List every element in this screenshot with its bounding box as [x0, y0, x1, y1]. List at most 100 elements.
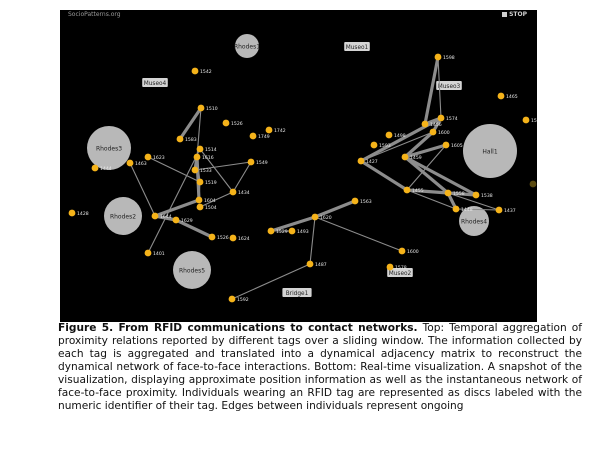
- contact-edge: [360, 131, 434, 162]
- tag-label: 1616: [202, 155, 214, 161]
- tag-node[interactable]: [522, 116, 530, 124]
- tag-node[interactable]: [193, 153, 201, 161]
- tag-node[interactable]: [126, 159, 134, 167]
- contact-edge: [309, 216, 316, 265]
- tag-node[interactable]: [265, 126, 273, 134]
- tag-node[interactable]: [191, 67, 199, 75]
- tag-node[interactable]: [196, 145, 204, 153]
- tag-label: 1427: [366, 159, 378, 165]
- tag-node[interactable]: [91, 164, 99, 172]
- contact-edge: [231, 263, 311, 300]
- tag-node[interactable]: [191, 166, 199, 174]
- room-label-rhodes2: Rhodes2: [110, 214, 136, 221]
- tag-label: 1600: [438, 130, 450, 136]
- contact-edge: [406, 144, 447, 191]
- room-disc-rhodes5: [173, 251, 211, 289]
- tag-node[interactable]: [288, 227, 296, 235]
- tag-node[interactable]: [196, 178, 204, 186]
- contact-edge: [403, 143, 448, 159]
- room-label-museo4: Museo4: [144, 81, 167, 87]
- tag-label: 1529: [276, 229, 288, 235]
- tag-node[interactable]: [472, 191, 480, 199]
- tag-node[interactable]: [495, 206, 503, 214]
- contact-edge: [147, 156, 201, 183]
- tag-node[interactable]: [68, 209, 76, 217]
- tag-node[interactable]: [228, 295, 236, 303]
- contact-edge: [199, 148, 234, 193]
- tag-label: 1598: [443, 55, 455, 61]
- tag-label: 1459: [410, 155, 422, 161]
- tag-node[interactable]: [401, 153, 409, 161]
- tag-node[interactable]: [222, 119, 230, 127]
- tag-node[interactable]: [267, 227, 275, 235]
- tag-node[interactable]: [434, 53, 442, 61]
- room-label-rhodes3: Rhodes3: [96, 146, 122, 153]
- tag-label: 1526: [231, 121, 243, 127]
- tag-node[interactable]: [144, 153, 152, 161]
- figure-caption: Figure 5. From RFID communications to co…: [58, 322, 582, 413]
- tag-node[interactable]: [197, 104, 205, 112]
- contact-edge: [455, 208, 500, 211]
- tag-label: 1583: [185, 137, 197, 143]
- tag-node[interactable]: [429, 128, 437, 136]
- tag-node[interactable]: [306, 260, 314, 268]
- tag-node[interactable]: [529, 180, 537, 188]
- site-label: SocioPatterns.org: [68, 11, 121, 18]
- tag-node[interactable]: [386, 263, 394, 271]
- tag-label: 1437: [504, 208, 516, 214]
- tag-node[interactable]: [172, 216, 180, 224]
- stop-button[interactable]: STOP: [502, 11, 527, 18]
- tag-label: 1504: [205, 205, 217, 211]
- tag-label: 1605: [451, 143, 463, 149]
- tag-node[interactable]: [357, 157, 365, 165]
- room-disc-rhodes2: [104, 197, 142, 235]
- room-label-box-museo3: [436, 81, 462, 90]
- tag-node[interactable]: [403, 186, 411, 194]
- contact-edge: [269, 215, 317, 233]
- tag-node[interactable]: [385, 131, 393, 139]
- room-disc-rhodes4: [459, 206, 489, 236]
- tag-label: 1749: [258, 134, 270, 140]
- tag-node[interactable]: [421, 120, 429, 128]
- tag-node[interactable]: [144, 249, 152, 257]
- tag-node[interactable]: [311, 213, 319, 221]
- stop-label: STOP: [509, 11, 527, 18]
- tag-node[interactable]: [196, 203, 204, 211]
- tag-label: 1549: [256, 160, 268, 166]
- tag-label: 1623: [153, 155, 165, 161]
- tag-node[interactable]: [442, 141, 450, 149]
- contact-edge: [147, 148, 201, 254]
- tag-node[interactable]: [208, 233, 216, 241]
- room-label-museo1: Museo1: [346, 45, 369, 51]
- contact-edge: [403, 155, 478, 197]
- tag-label: 1401: [153, 251, 165, 257]
- tag-label: 1487: [315, 262, 327, 268]
- tag-label: 1456: [430, 122, 442, 128]
- contact-edge: [194, 161, 252, 171]
- contact-edge: [406, 189, 457, 210]
- tag-node[interactable]: [452, 205, 460, 213]
- tag-label: 1542: [200, 69, 212, 75]
- tag-node[interactable]: [398, 247, 406, 255]
- tag-node[interactable]: [444, 189, 452, 197]
- room-label-box-museo4: [142, 78, 168, 87]
- tag-label: 1604: [204, 198, 216, 204]
- tag-node[interactable]: [437, 114, 445, 122]
- tag-node[interactable]: [247, 158, 255, 166]
- tag-node[interactable]: [176, 135, 184, 143]
- tag-node[interactable]: [195, 196, 203, 204]
- room-label-box-museo2: [387, 268, 413, 277]
- tag-node[interactable]: [249, 132, 257, 140]
- tag-node[interactable]: [229, 188, 237, 196]
- tag-node[interactable]: [370, 141, 378, 149]
- tag-node[interactable]: [497, 92, 505, 100]
- room-label-museo3: Museo3: [438, 84, 461, 90]
- contact-edge: [437, 56, 442, 119]
- tag-node[interactable]: [229, 234, 237, 242]
- contact-edge: [199, 191, 234, 208]
- tag-node[interactable]: [151, 212, 159, 220]
- tag-node[interactable]: [351, 197, 359, 205]
- contact-edge: [314, 216, 403, 252]
- stop-icon: [502, 11, 508, 17]
